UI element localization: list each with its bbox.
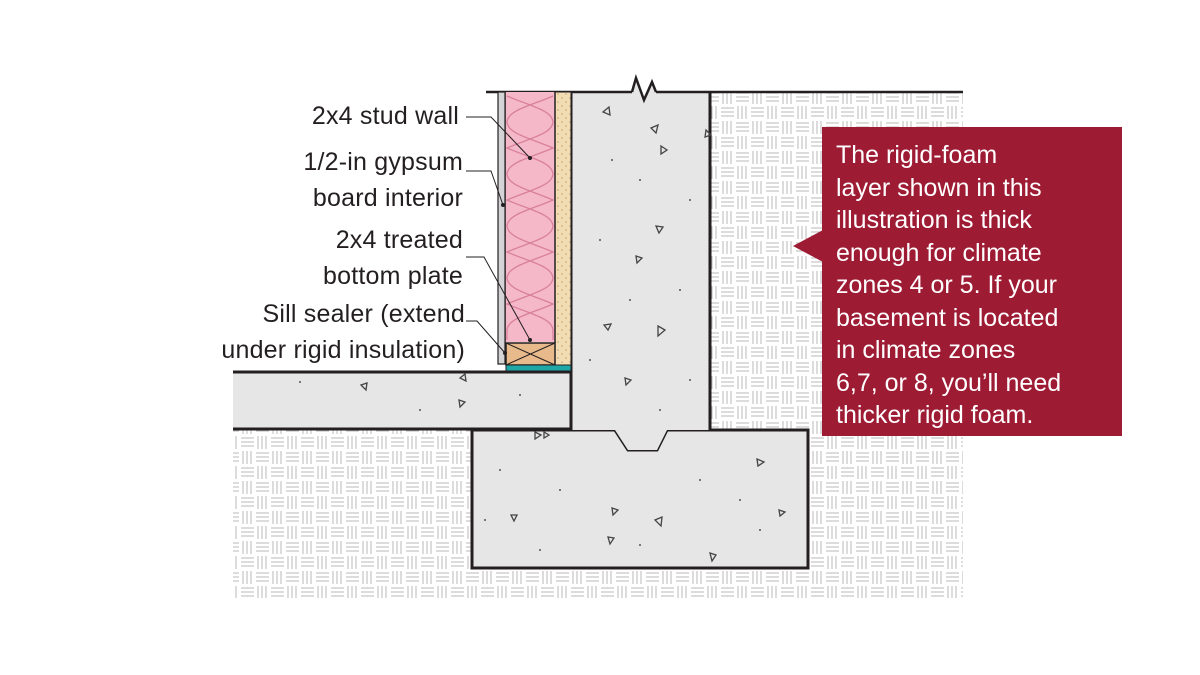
rigid-foam-layer [554, 91, 572, 366]
concrete-footing [470, 428, 810, 570]
leader-lines [466, 116, 531, 354]
break-line [630, 73, 658, 104]
callout-box: The rigid-foam layer shown in this illus… [822, 127, 1122, 436]
label-plate-line1: 2x4 treated [335, 226, 463, 254]
sill-sealer [505, 364, 572, 372]
gypsum-board [497, 91, 506, 365]
label-plate-line2: bottom plate [323, 262, 463, 290]
label-gypsum-line2: board interior [312, 184, 463, 212]
aggregate-marks [359, 105, 787, 563]
label-gypsum-line1: 1/2-in gypsum [303, 148, 463, 176]
label-stud-wall: 2x4 stud wall [311, 102, 459, 130]
label-sealer-line1: Sill sealer (extend [262, 300, 465, 328]
label-sealer-line2: under rigid insulation) [221, 336, 465, 364]
concrete-slab [233, 372, 572, 429]
callout-pointer [793, 230, 823, 262]
callout-text: The rigid-foam layer shown in this illus… [836, 141, 1062, 429]
foundation-wall [571, 82, 710, 450]
